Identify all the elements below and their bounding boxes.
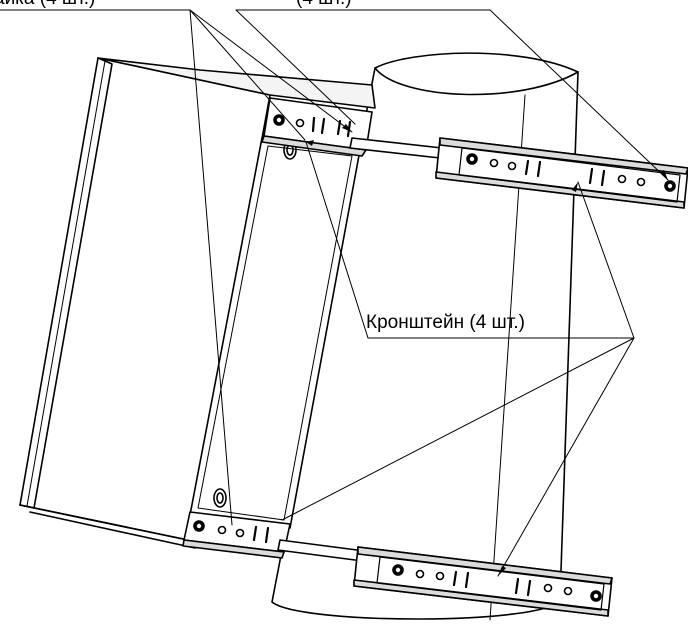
bracket-leader-1 xyxy=(577,181,635,339)
lower-pole-bolt-left-hole xyxy=(395,567,401,573)
upper-housing-slot-3 xyxy=(320,117,326,135)
upper-housing-slot-2 xyxy=(311,116,316,133)
arrowhead-1 xyxy=(342,124,352,132)
upper-pole-bolt-right-hole xyxy=(667,183,673,189)
lower-pole-slot-1 xyxy=(415,569,425,579)
lower-housing-bracket-rib xyxy=(182,539,285,559)
upper-pole-slot-6 xyxy=(600,169,606,187)
lower-pole-slot-3 xyxy=(452,570,458,587)
left-leader-1 xyxy=(189,9,353,133)
upper-housing-bolt-hole xyxy=(276,117,282,123)
bracket-leader-2 xyxy=(497,337,635,577)
bracket-leader-3 xyxy=(281,337,635,521)
lower-housing-slot-3 xyxy=(252,525,258,542)
upper-housing-bracket-rib xyxy=(261,135,367,157)
arrowhead-5 xyxy=(306,140,314,146)
left-leader-2 xyxy=(189,9,233,526)
upper-housing-slot-1 xyxy=(295,118,305,128)
housing-top-face xyxy=(97,57,376,109)
housing-edge-line xyxy=(26,60,106,507)
lower-pole-bracket xyxy=(353,546,613,617)
upper-pole-slot-5 xyxy=(588,167,594,185)
lower-pole-bolt-right-hole xyxy=(593,593,599,599)
lower-pole-bracket-face xyxy=(376,556,605,611)
lower-pole-bracket-flange-bottom xyxy=(353,579,609,617)
lower-pole-slot-5 xyxy=(514,577,520,595)
pole-top-ellipse xyxy=(374,67,579,96)
frame-hole-bottom-inner xyxy=(216,492,224,504)
upper-pole-bolt-left-hole xyxy=(469,156,475,162)
lower-pole-slot-8 xyxy=(563,586,573,596)
lower-pole-bracket-flange-top xyxy=(357,546,613,585)
lower-housing-slot-4 xyxy=(264,526,270,544)
upper-pole-bracket-face xyxy=(458,147,681,203)
lower-pole-slot-4 xyxy=(464,571,470,589)
left-leader-3 xyxy=(189,9,306,141)
housing-side-frame-inner xyxy=(197,145,353,521)
arrowhead-2 xyxy=(660,170,668,180)
arrowhead-3 xyxy=(572,182,578,192)
arrowhead-4 xyxy=(498,566,506,576)
lower-pole-slot-2 xyxy=(435,571,445,581)
frame-hole-bottom xyxy=(213,488,227,508)
upper-pole-slot-7 xyxy=(617,174,627,184)
mid-leader-2 xyxy=(235,9,356,125)
upper-pole-bracket-flange-bottom xyxy=(435,171,685,209)
upper-housing-bracket xyxy=(261,97,373,157)
lower-housing-slot-1 xyxy=(217,525,227,535)
bracket-leader-4 xyxy=(305,141,369,339)
lower-pole-slot-7 xyxy=(543,583,553,593)
upper-pole-slot-1 xyxy=(489,158,499,168)
lower-pole-slot-6 xyxy=(526,579,532,597)
upper-pole-slot-8 xyxy=(636,177,646,187)
lower-housing-slot-2 xyxy=(235,528,245,538)
upper-pole-slot-4 xyxy=(536,160,542,178)
upper-pole-bracket-flange-top xyxy=(439,137,688,175)
leader-lines xyxy=(0,9,669,577)
label-bracket: Кронштейн (4 шт.) xyxy=(366,312,525,333)
device-housing xyxy=(19,57,376,549)
label-mid-top: (4 шт.) xyxy=(296,0,352,8)
label-left-top: айка (4 шт.) xyxy=(0,0,95,8)
lower-housing-bolt-hole xyxy=(196,523,202,529)
mid-leader-1 xyxy=(489,9,669,181)
upper-pole-bracket xyxy=(435,137,688,209)
lower-housing-bracket xyxy=(182,511,291,559)
upper-pole-slot-2 xyxy=(507,161,517,171)
leader-arrowheads xyxy=(306,124,668,576)
upper-pole-slot-3 xyxy=(524,159,530,176)
